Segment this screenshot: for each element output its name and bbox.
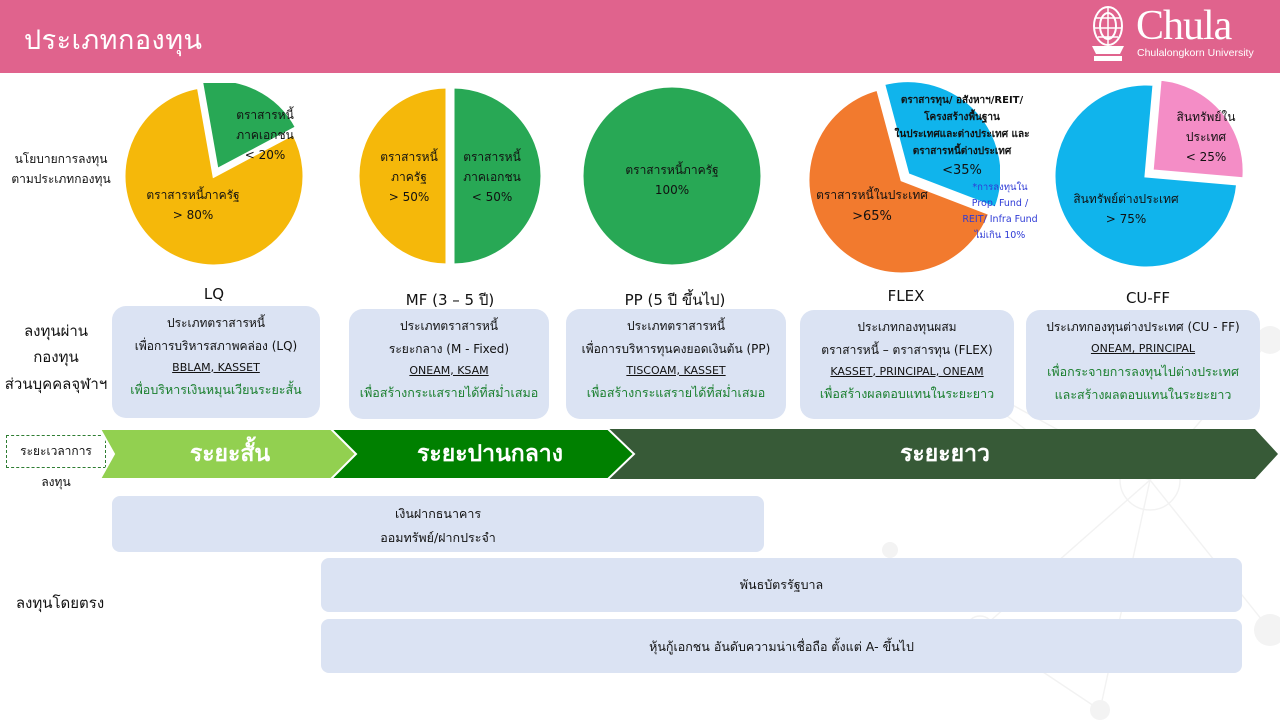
- fund-purpose: เพื่อบริหารเงินหมุนเวียนระยะสั้น: [130, 382, 302, 398]
- timeline-arrow-short: [100, 429, 358, 479]
- pie-chart-flex: [806, 80, 1000, 276]
- pie-slice: [580, 84, 764, 268]
- fund-title-flex: FLEX: [887, 287, 925, 305]
- pie-chart-cu-ff: [1052, 81, 1243, 270]
- fund-title-lq: LQ: [203, 285, 225, 303]
- timeline-label-medium: ระยะปานกลาง: [417, 441, 563, 467]
- fund-purpose: เพื่อกระจายการลงทุนไปต่างประเทศ: [1047, 363, 1239, 379]
- pie-lq-label-government: ตราสารหนี้ภาครัฐ > 80%: [146, 188, 240, 222]
- pie-slice: [1150, 81, 1243, 181]
- direct-bar-government-bond[interactable]: พันธบัตรรัฐบาล: [321, 558, 1242, 612]
- fund-purpose-line2: และสร้างผลตอบแทนในระยะยาว: [1054, 387, 1232, 403]
- fund-card-mf[interactable]: ประเภทตราสารหนี้ ระยะกลาง (M - Fixed) ON…: [349, 309, 549, 419]
- pie-slice: [122, 85, 306, 268]
- pie-lq-label-private: ตราสารหนี้ ภาคเอกชน < 20%: [236, 108, 294, 162]
- pie-slice: [451, 85, 543, 267]
- direct-bar-corporate-bond[interactable]: หุ้นกู้เอกชน อันดับความน่าเชื่อถือ ตั้งแ…: [321, 619, 1242, 673]
- fund-managers: ONEAM, KSAM: [409, 363, 489, 377]
- fund-card-pp[interactable]: ประเภทตราสารหนี้ เพื่อการบริหารทุนคงยอดเ…: [566, 309, 786, 419]
- page-title: ประเภทกองทุน: [24, 25, 203, 56]
- fund-managers: TISCOAM, KASSET: [626, 363, 726, 377]
- timeline-arrows: [100, 429, 1278, 479]
- fund-title-mf: MF (3 – 5 ปี): [405, 291, 495, 309]
- pie-flex-label-domestic-debt: ตราสารหนี้ในประเทศ >65%: [816, 188, 928, 224]
- fund-card-cuff[interactable]: ประเภทกองทุนต่างประเทศ (CU - FF) ONEAM, …: [1026, 310, 1260, 420]
- policy-label-line2: ตามประเภทกองทุน: [11, 172, 111, 187]
- fund-card-flex[interactable]: ประเภทกองทุนผสม ตราสารหนี้ – ตราสารทุน (…: [800, 310, 1014, 419]
- timeline-arrow-long: [605, 429, 1278, 479]
- fund-purpose: เพื่อสร้างกระแสรายได้ที่สม่ำเสมอ: [359, 385, 539, 401]
- fund-managers: KASSET, PRINCIPAL, ONEAM: [830, 364, 984, 378]
- direct-row-label: ลงทุนโดยตรง: [15, 594, 105, 612]
- fund-purpose: เพื่อสร้างกระแสรายได้ที่สม่ำเสมอ: [586, 385, 766, 401]
- pie-mf-label-government: ตราสารหนี้ ภาครัฐ > 50%: [380, 150, 438, 204]
- logo-wordmark: Chula: [1136, 3, 1232, 49]
- fund-title-cuff: CU-FF: [1125, 289, 1171, 307]
- pie-slice: [881, 80, 1000, 211]
- pie-cuff-label-foreign: สินทรัพย์ต่างประเทศ > 75%: [1073, 192, 1179, 226]
- pie-chart-pp: [580, 84, 764, 268]
- timeline-label-short: ระยะสั้น: [189, 441, 271, 467]
- pie-mf-label-private: ตราสารหนี้ ภาคเอกชน < 50%: [463, 150, 521, 204]
- pie-slice: [806, 87, 992, 276]
- policy-row-label: นโยบายการลงทุน ตามประเภทกองทุน: [6, 149, 116, 190]
- pie-slice: [1052, 82, 1240, 270]
- pie-slice: [357, 85, 449, 267]
- direct-bar-bank-deposit[interactable]: เงินฝากธนาคาร ออมทรัพย์/ฝากประจำ: [112, 496, 764, 552]
- pie-slice: [200, 83, 299, 173]
- pie-flex-note: *การลงทุนใน Prop. Fund / REIT/ Infra Fun…: [962, 182, 1038, 242]
- fund-card-lq[interactable]: ประเภทตราสารหนี้ เพื่อการบริหารสภาพคล่อง…: [112, 306, 320, 418]
- timeline-tag: ระยะเวลาการลงทุน: [6, 435, 106, 489]
- pie-chart-mf: [357, 85, 543, 267]
- phra-kiao-emblem-icon: [1092, 6, 1124, 61]
- timeline-label-long: ระยะยาว: [900, 441, 990, 467]
- logo-subtitle: Chulalongkorn University: [1137, 47, 1254, 59]
- pie-flex-label-equity: ตราสารทุน/ อสังหาฯ/REIT/ โครงสร้างพื้นฐา…: [894, 95, 1030, 178]
- invest-via-row-label: ลงทุนผ่าน กองทุน ส่วนบุคคลจุฬาฯ: [4, 322, 108, 393]
- pie-chart-lq: [122, 83, 306, 268]
- fund-purpose: เพื่อสร้างผลตอบแทนในระยะยาว: [819, 386, 995, 402]
- header-bar: ประเภทกองทุน Chula Chulalongkorn Univers…: [0, 0, 1280, 73]
- fund-title-pp: PP (5 ปี ขึ้นไป): [624, 291, 726, 309]
- pie-pp-label-government: ตราสารหนี้ภาครัฐ 100%: [625, 163, 719, 197]
- chula-logo: Chula Chulalongkorn University: [1086, 3, 1266, 64]
- fund-managers: BBLAM, KASSET: [172, 360, 260, 374]
- fund-managers: ONEAM, PRINCIPAL: [1090, 341, 1196, 355]
- policy-label-line1: นโยบายการลงทุน: [14, 152, 108, 166]
- pie-cuff-label-domestic: สินทรัพย์ใน ประเทศ < 25%: [1176, 110, 1236, 164]
